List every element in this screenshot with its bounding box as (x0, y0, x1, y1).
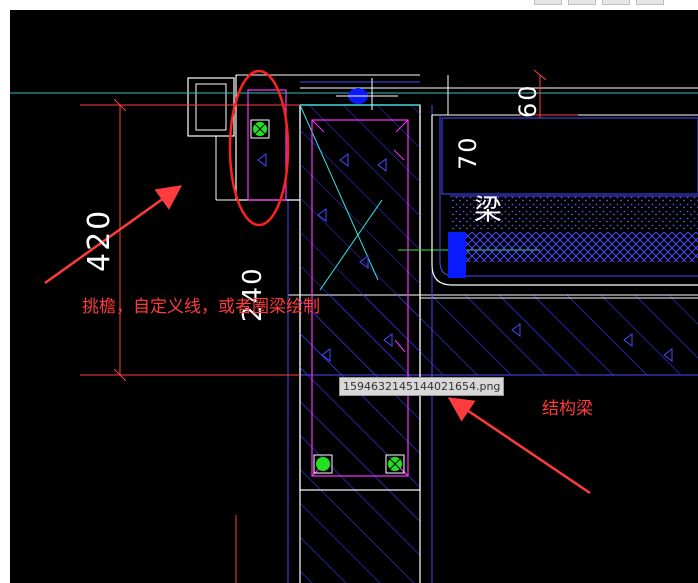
cad-drawing (10, 69, 698, 583)
highlight-ellipse (228, 69, 290, 227)
dimension-lines (80, 69, 578, 583)
cad-drawing-canvas[interactable] (10, 10, 698, 583)
toolbar-edge-mark (568, 0, 596, 5)
beam-label: 梁 (474, 193, 505, 226)
toolbar-edge-mark (534, 0, 562, 5)
structural-beam-note: 结构梁 (542, 399, 593, 419)
toolbar-edge-mark (636, 0, 664, 5)
dimension-top-right-b: 70 (454, 135, 482, 170)
toolbar-edge-mark (602, 0, 630, 5)
drain-node (336, 78, 398, 110)
dimension-top-right-a: 60 (514, 83, 542, 118)
annotation-arrows (44, 185, 591, 495)
filename-tooltip: 1594632145144021654.png (339, 377, 505, 396)
eave-note-text: 挑檐，自定义线，或者圈梁绘制 (82, 297, 320, 317)
roof-layers (431, 75, 698, 286)
insulation-box (299, 104, 540, 375)
rebar-nodes (250, 119, 405, 474)
concrete-markers (257, 153, 673, 362)
dimension-height-label: 420 (82, 208, 117, 272)
